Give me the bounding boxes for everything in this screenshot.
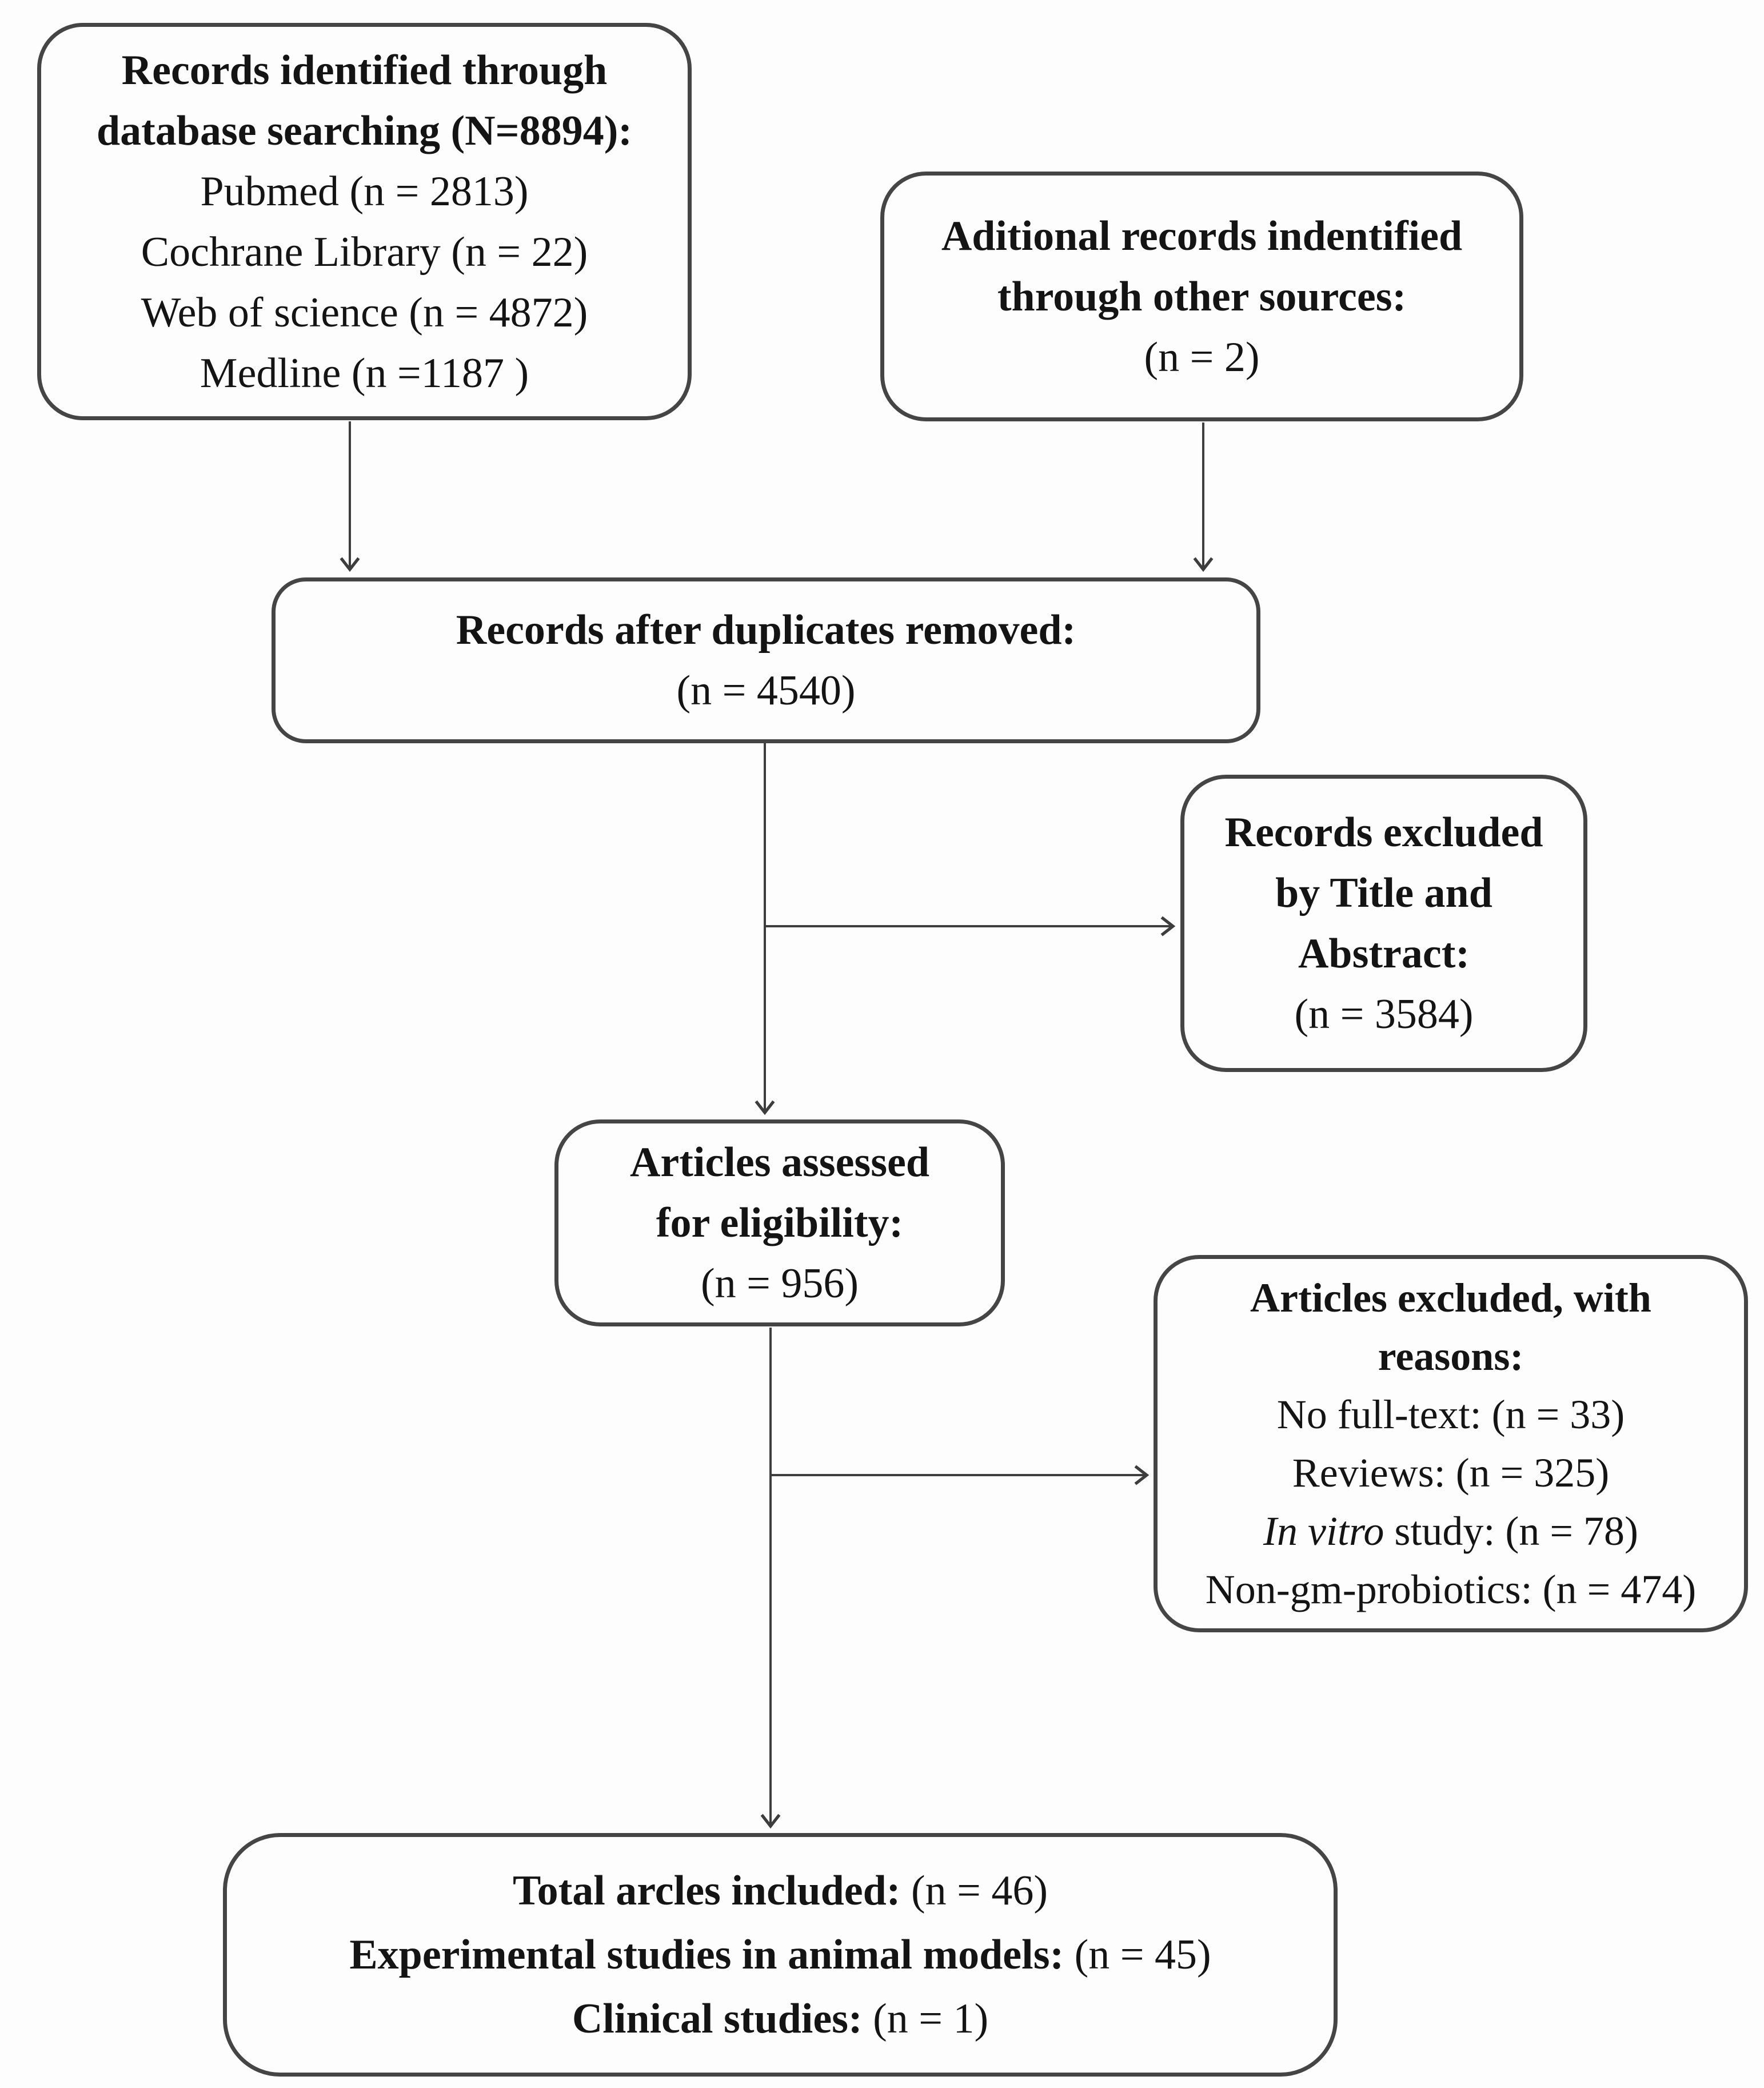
source-web-of-science: Web of science (n = 4872) <box>141 289 588 336</box>
box-records-identified: Records identified through database sear… <box>37 23 692 420</box>
reason-no-full-text: No full-text: (n = 33) <box>1276 1392 1625 1437</box>
records-identified-heading-line1: Records identified through <box>121 46 608 94</box>
records-excluded-heading-line3: Abstract: <box>1298 930 1470 977</box>
articles-assessed-heading-line2: for eligibility: <box>656 1200 904 1246</box>
duplicates-removed-count: (n = 4540) <box>676 667 856 714</box>
source-medline: Medline (n =1187 ) <box>199 349 529 397</box>
total-included-row: Total arcles included: (n = 46) <box>513 1859 1048 1923</box>
experimental-studies-row: Experimental studies in animal models: (… <box>349 1923 1211 1987</box>
box-additional-records: Aditional records indentified through ot… <box>880 172 1523 421</box>
records-excluded-heading-line2: by Title and <box>1275 870 1492 917</box>
box-articles-excluded-reasons: Articles excluded, with reasons: No full… <box>1154 1255 1748 1632</box>
source-pubmed: Pubmed (n = 2813) <box>200 168 529 215</box>
total-included-value: (n = 46) <box>900 1867 1048 1914</box>
duplicates-removed-heading: Records after duplicates removed: <box>456 607 1076 654</box>
additional-records-heading-line2: through other sources: <box>997 273 1407 320</box>
experimental-studies-label: Experimental studies in animal models: <box>349 1931 1064 1978</box>
total-included-label: Total arcles included: <box>513 1867 901 1914</box>
reason-in-vitro-italic: In vitro <box>1263 1508 1384 1554</box>
reason-in-vitro-rest: study: (n = 78) <box>1384 1508 1638 1554</box>
source-cochrane: Cochrane Library (n = 22) <box>141 228 588 276</box>
reason-in-vitro: In vitro study: (n = 78) <box>1263 1502 1638 1560</box>
box-records-excluded-title-abstract: Records excluded by Title and Abstract: … <box>1180 775 1587 1072</box>
experimental-studies-value: (n = 45) <box>1064 1931 1211 1978</box>
reason-non-gm-probiotics: Non-gm-probiotics: (n = 474) <box>1205 1567 1697 1612</box>
box-articles-assessed: Articles assessed for eligibility: (n = … <box>554 1119 1005 1326</box>
additional-records-count: (n = 2) <box>1144 333 1260 381</box>
box-duplicates-removed: Records after duplicates removed: (n = 4… <box>272 577 1260 743</box>
clinical-studies-row: Clinical studies: (n = 1) <box>572 1987 988 2051</box>
box-total-included: Total arcles included: (n = 46) Experime… <box>223 1833 1338 2077</box>
articles-excluded-heading-line1: Articles excluded, with <box>1250 1275 1651 1321</box>
additional-records-heading-line1: Aditional records indentified <box>941 212 1463 260</box>
records-identified-heading-line2: database searching (N=8894): <box>97 107 632 154</box>
records-excluded-heading-line1: Records excluded <box>1224 809 1543 856</box>
articles-excluded-heading-line2: reasons: <box>1378 1333 1524 1379</box>
clinical-studies-label: Clinical studies: <box>572 1995 863 2042</box>
clinical-studies-value: (n = 1) <box>862 1995 989 2042</box>
records-excluded-count: (n = 3584) <box>1294 991 1474 1038</box>
articles-assessed-count: (n = 956) <box>700 1260 859 1307</box>
reason-reviews: Reviews: (n = 325) <box>1292 1450 1610 1496</box>
articles-assessed-heading-line1: Articles assessed <box>629 1139 930 1186</box>
